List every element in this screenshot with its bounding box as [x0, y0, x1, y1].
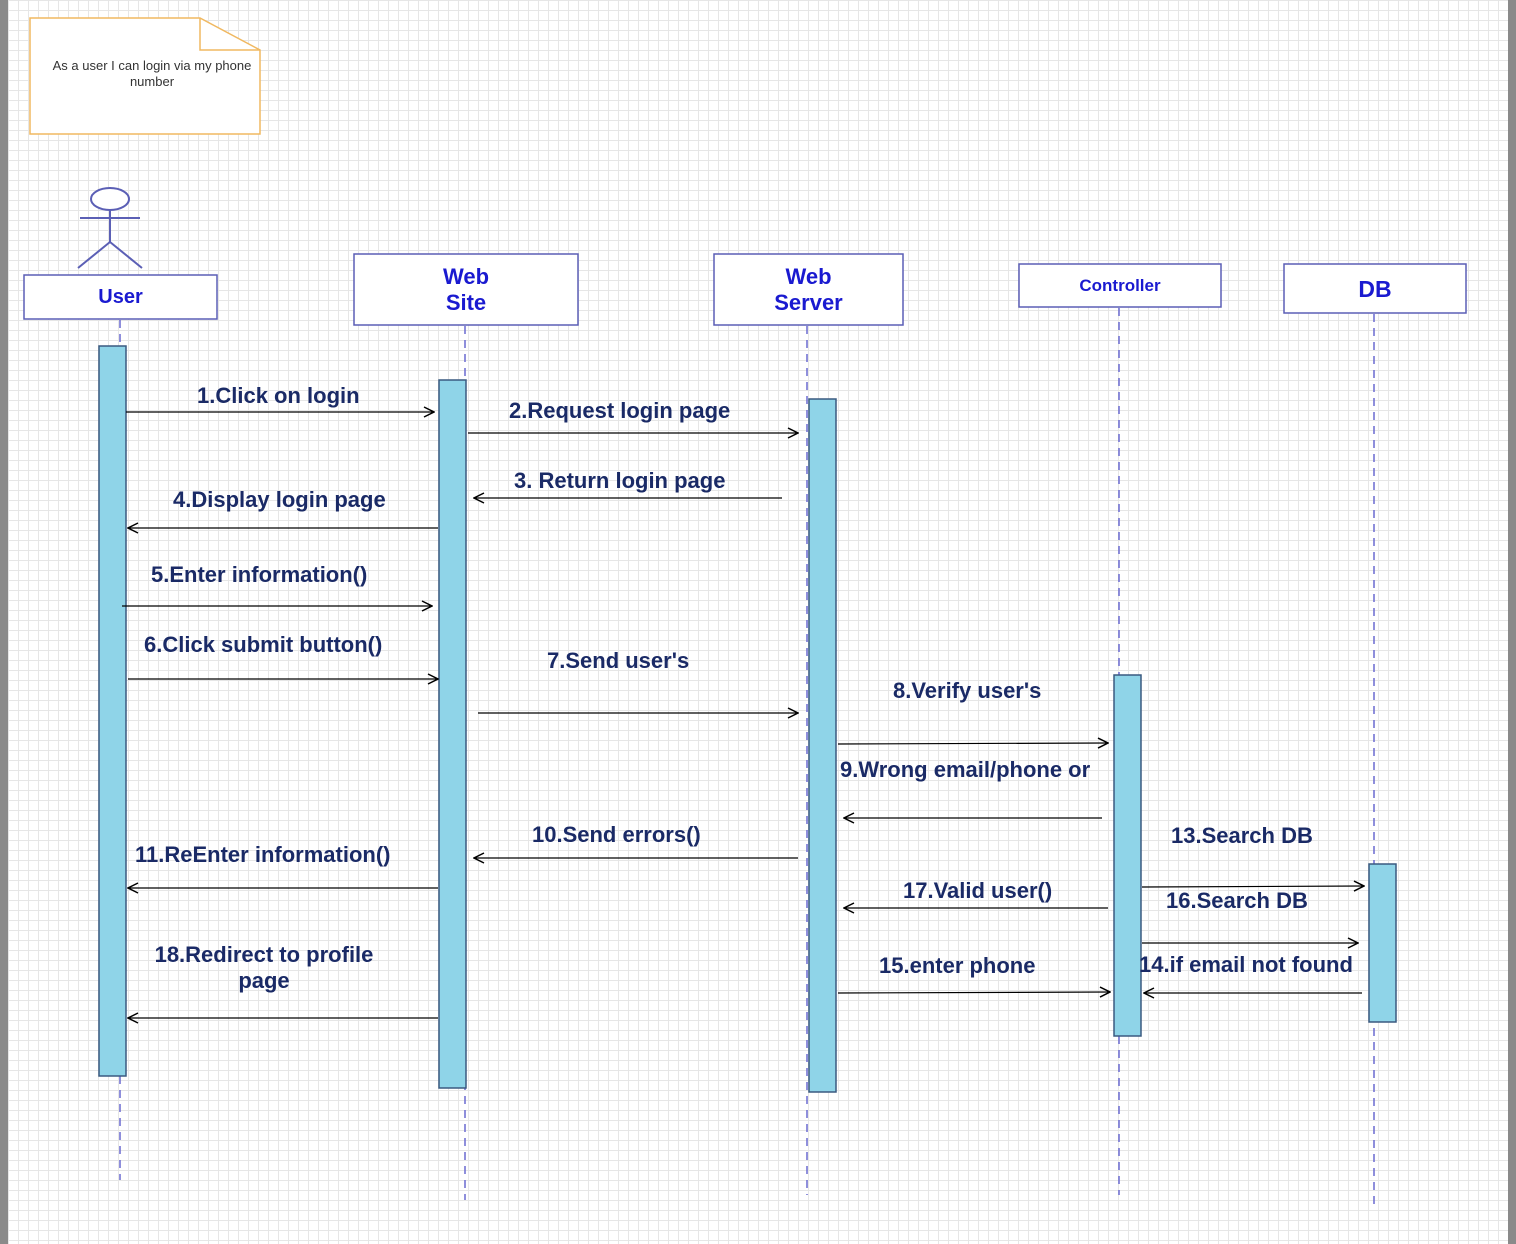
participant-label-controller: Controller [1079, 275, 1161, 295]
note-shape[interactable] [29, 17, 261, 135]
note-fold [199, 18, 260, 51]
msg-label-8: 8.Verify user's [893, 678, 1042, 703]
participant-box-website[interactable] [353, 253, 579, 326]
msg-label-6: 6.Click submit button() [144, 632, 383, 657]
msg-label-10: 10.Send errors() [532, 822, 701, 847]
participant-label-website: Web Site [442, 263, 490, 315]
participant-box-controller[interactable] [1018, 263, 1222, 308]
participant-box-webserver[interactable] [713, 253, 904, 326]
participant-label-user: User [98, 286, 143, 308]
activation-website[interactable] [438, 379, 467, 1089]
arrow-msg-8[interactable] [837, 743, 1108, 744]
activation-user[interactable] [98, 345, 127, 1077]
msg-label-11: 11.ReEnter information() [135, 842, 391, 867]
msg-label-1: 1.Click on login [197, 383, 360, 408]
activation-webserver[interactable] [808, 398, 837, 1093]
msg-label-3: 3. Return login page [514, 468, 726, 493]
activation-controller[interactable] [1113, 674, 1142, 1037]
sequence-diagram [23, 17, 1467, 1205]
activation-db[interactable] [1368, 863, 1397, 1023]
arrow-msg-13[interactable] [1141, 886, 1364, 887]
msg-label-5: 5.Enter information() [151, 562, 368, 587]
msg-label-13: 13.Search DB [1171, 823, 1313, 848]
msg-label-14: 14.if email not found [1139, 952, 1353, 977]
msg-label-7: 7.Send user's [547, 648, 690, 673]
diagram-canvas: As a user I can login via my phone numbe… [8, 0, 1508, 1244]
msg-label-15: 15.enter phone [879, 953, 1036, 978]
msg-label-4: 4.Display login page [173, 487, 386, 512]
user-actor-icon[interactable] [77, 187, 143, 269]
participant-box-db[interactable] [1283, 263, 1467, 314]
participant-box-user[interactable] [23, 274, 218, 320]
participant-label-db: DB [1358, 275, 1392, 302]
msg-label-17: 17.Valid user() [903, 878, 1053, 903]
participant-label-webserver: Web Server [774, 263, 843, 315]
msg-label-16: 16.Search DB [1166, 888, 1308, 913]
arrow-msg-15[interactable] [837, 992, 1110, 993]
msg-label-2: 2.Request login page [509, 398, 731, 423]
msg-label-18: 18.Redirect to profile page [154, 942, 374, 993]
msg-label-9: 9.Wrong email/phone or [840, 757, 1091, 782]
note-text: As a user I can login via my phone numbe… [52, 58, 252, 89]
